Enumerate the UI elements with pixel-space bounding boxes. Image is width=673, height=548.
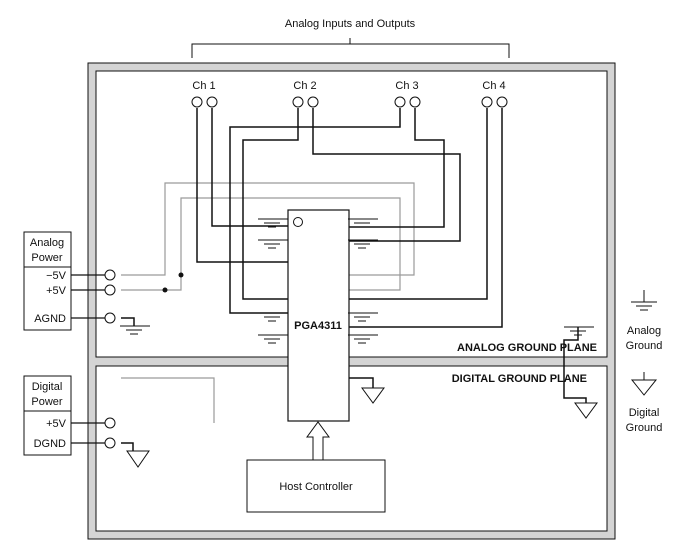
analog-ground-icon — [120, 218, 594, 344]
gray-power-traces — [121, 182, 415, 423]
analog-power-title-2: Power — [31, 252, 63, 264]
legend-analog-ground-icon — [631, 290, 657, 311]
analog-power-body — [23, 266, 72, 331]
minus5v-label: −5V — [46, 270, 67, 282]
analog-ground-plane — [95, 70, 608, 358]
analog-power-box — [23, 231, 72, 268]
chip-label: PGA4311 — [294, 320, 342, 332]
host-controller-box — [246, 459, 386, 513]
digital-plane-label: DIGITAL GROUND PLANE — [452, 373, 587, 385]
legend-digital-line2: Ground — [626, 422, 663, 434]
channel-label-2: Ch 2 — [293, 80, 316, 92]
plus5v-digital-label: +5V — [46, 418, 67, 430]
channel-label-1: Ch 1 — [192, 80, 215, 92]
host-controller-label: Host Controller — [279, 481, 353, 493]
legend-digital-ground-icon — [630, 372, 658, 396]
legend-analog-line2: Ground — [626, 340, 663, 352]
channel-label-3: Ch 3 — [395, 80, 418, 92]
agnd-label: AGND — [34, 313, 66, 325]
digital-power-box — [23, 375, 72, 456]
header-title: Analog Inputs and Outputs — [285, 18, 416, 30]
analog-plane-label: ANALOG GROUND PLANE — [457, 342, 597, 354]
junction-dot — [162, 287, 168, 293]
plus5v-analog-label: +5V — [46, 285, 67, 297]
dgnd-label: DGND — [34, 438, 66, 450]
bus-arrow-icon — [306, 421, 330, 461]
top-bracket — [191, 38, 510, 58]
legend-digital-line1: Digital — [629, 407, 660, 419]
digital-ground-icon — [126, 387, 598, 468]
legend-analog-line1: Analog — [627, 325, 661, 337]
digital-power-title-1: Digital — [32, 381, 63, 393]
pga4311-chip — [287, 209, 350, 422]
junction-dot — [178, 272, 184, 278]
pin1-marker — [293, 217, 303, 227]
channel-label-4: Ch 4 — [482, 80, 505, 92]
analog-power-title-1: Analog — [30, 237, 64, 249]
digital-power-title-2: Power — [31, 396, 63, 408]
channel-traces — [121, 108, 587, 451]
